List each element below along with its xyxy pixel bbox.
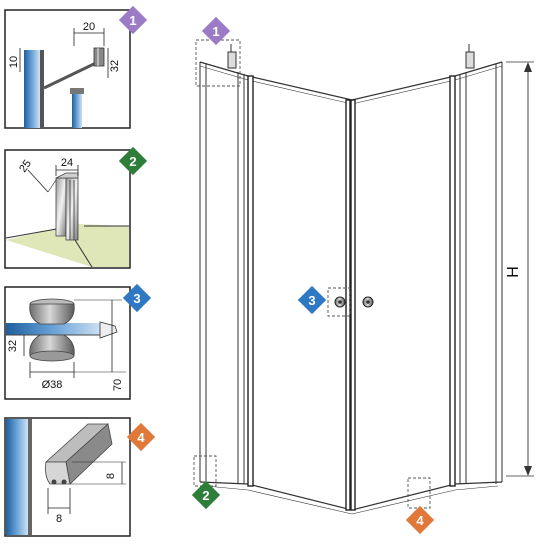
dim-height-label: 8	[105, 473, 117, 479]
badge-2-main-label: 2	[202, 488, 209, 503]
top-rail-inner	[199, 65, 503, 105]
badge-3-main-label: 3	[308, 293, 315, 308]
badge-4-label: 4	[137, 430, 145, 445]
top-rail	[199, 61, 503, 101]
badge-3-label: 3	[133, 291, 140, 306]
centre-profile-right	[350, 99, 356, 511]
dim-arrow-bottom	[524, 466, 532, 476]
height-label: H	[505, 266, 522, 278]
dim-left-label: 10	[8, 56, 20, 68]
stabiliser-bar	[43, 60, 99, 90]
right-door-profile	[449, 75, 456, 487]
dim-top-label: 20	[83, 21, 95, 33]
glass-panel-inner	[72, 90, 82, 128]
badge-3-main: 3	[297, 285, 327, 315]
glass-panel	[24, 50, 40, 128]
shower-enclosure	[199, 44, 503, 515]
dim-b-label: 24	[61, 157, 73, 169]
glass-bar	[6, 323, 102, 335]
left-door-profile	[247, 75, 254, 487]
knob-bottom-cap	[29, 350, 75, 362]
seal-bead	[61, 479, 67, 485]
badge-2-label: 2	[129, 154, 136, 169]
badge-1-label: 1	[129, 13, 136, 28]
wall-bracket	[93, 47, 105, 67]
glass-clamp	[70, 88, 84, 94]
badge-4-main-diamond	[405, 505, 435, 535]
wall-floor-edge	[5, 227, 63, 239]
badge-1-main: 1	[201, 16, 231, 46]
badge-1-main-label: 1	[212, 24, 219, 39]
dim-arrow-top	[524, 62, 532, 72]
dim-a-label: 25	[17, 158, 34, 175]
marker-detail-2	[193, 455, 217, 487]
seal-bead	[51, 479, 57, 485]
handle-centre	[366, 300, 370, 304]
centre-profile-left	[345, 99, 351, 511]
glass-panel	[6, 419, 28, 535]
bar-end-cap	[99, 321, 118, 339]
right-wall-bracket	[465, 51, 475, 69]
badge-4-main: 4	[405, 505, 435, 535]
detail-markers	[193, 39, 431, 509]
wall-profile	[55, 177, 67, 237]
wall-profile-inner	[65, 177, 79, 241]
floor-area	[6, 224, 129, 267]
knob-upper	[29, 303, 75, 325]
dim-diameter-label: Ø38	[42, 379, 63, 391]
height-dimension: H	[505, 61, 534, 477]
detail-3-panel: Ø38 32 70	[4, 286, 131, 400]
dim-leader	[47, 179, 57, 193]
dim-height-label: 32	[7, 340, 19, 352]
handle-centre	[338, 300, 342, 304]
detail-1-panel: 20 10 32	[4, 9, 131, 129]
badge-4-main-label: 4	[416, 513, 424, 528]
dim-line-a	[27, 169, 49, 193]
dim-width-label: 8	[56, 513, 62, 525]
badge-4-detail: 4	[126, 422, 156, 452]
dim-right-label: 32	[109, 60, 121, 72]
glass-edge	[28, 419, 32, 535]
badge-3-main-diamond	[297, 285, 327, 315]
seal-profile	[45, 461, 71, 485]
detail-4-panel: 8 8	[4, 417, 131, 537]
bottom-rail-inner	[205, 485, 499, 515]
left-wall-bracket	[227, 51, 237, 69]
marker-detail-3	[327, 287, 351, 317]
dim-right-label: 70	[112, 379, 124, 391]
detail-2-panel: 24 25	[4, 149, 131, 269]
glass-edge	[40, 50, 44, 128]
